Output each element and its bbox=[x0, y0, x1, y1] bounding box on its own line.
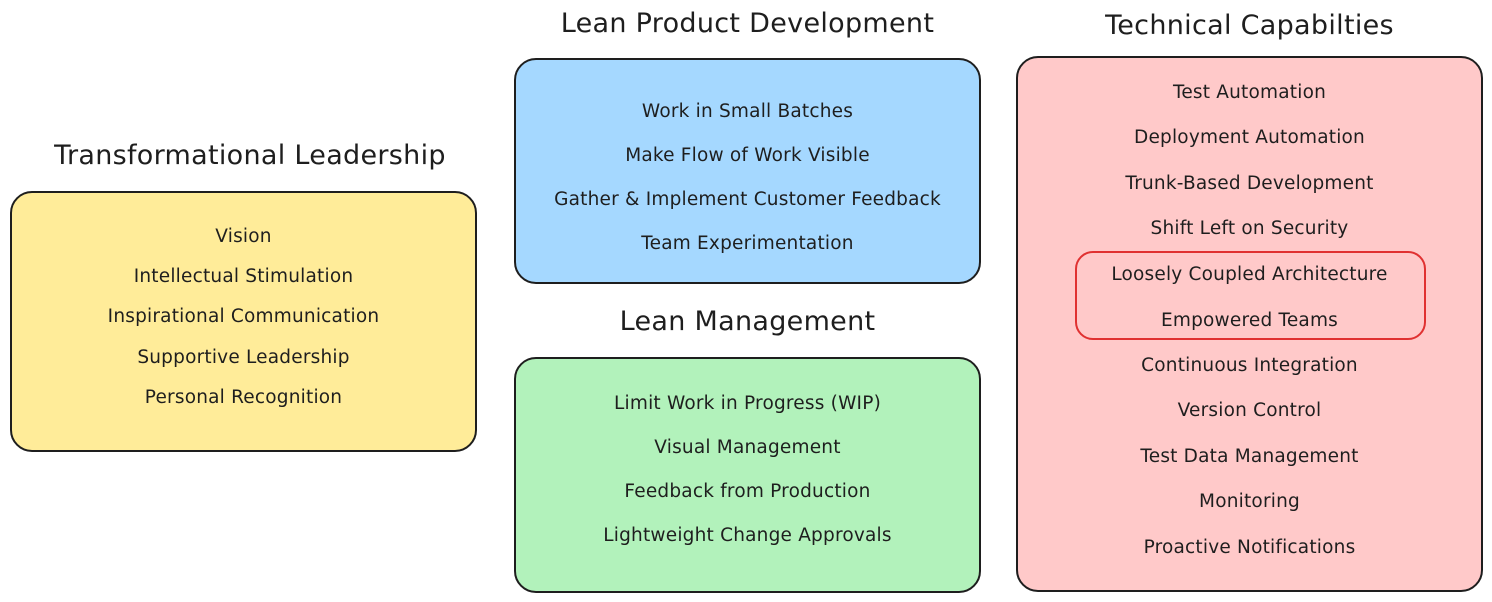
technical-capabilities-item: Loosely Coupled Architecture bbox=[1111, 264, 1388, 285]
lean-management-item: Feedback from Production bbox=[624, 481, 871, 502]
technical-capabilities-item: Proactive Notifications bbox=[1143, 537, 1356, 558]
lean-management-item: Lightweight Change Approvals bbox=[603, 525, 892, 546]
technical-capabilities-item: Test Automation bbox=[1172, 82, 1327, 103]
lean-product-development-item: Team Experimentation bbox=[641, 233, 854, 254]
technical-capabilities-item: Test Data Management bbox=[1140, 446, 1359, 467]
transformational-leadership-item: Personal Recognition bbox=[144, 387, 343, 408]
transformational-leadership-box: Vision Intellectual Stimulation Inspirat… bbox=[10, 191, 477, 452]
lean-management-item: Limit Work in Progress (WIP) bbox=[614, 393, 881, 414]
lean-product-development-title: Lean Product Development bbox=[560, 8, 935, 39]
transformational-leadership-item: Vision bbox=[215, 226, 272, 247]
technical-capabilities-item: Version Control bbox=[1177, 400, 1322, 421]
lean-management-title: Lean Management bbox=[619, 306, 876, 337]
lean-management-item: Visual Management bbox=[654, 437, 841, 458]
technical-capabilities-item: Monitoring bbox=[1199, 491, 1300, 512]
lean-product-development-item: Make Flow of Work Visible bbox=[625, 145, 870, 166]
highlight-outline bbox=[1075, 251, 1426, 340]
technical-capabilities-item: Shift Left on Security bbox=[1150, 218, 1349, 239]
lean-product-development-item: Gather & Implement Customer Feedback bbox=[554, 189, 941, 210]
transformational-leadership-item: Intellectual Stimulation bbox=[133, 266, 354, 287]
transformational-leadership-item: Supportive Leadership bbox=[137, 347, 350, 368]
transformational-leadership-item: Inspirational Communication bbox=[107, 306, 380, 327]
technical-capabilities-item: Continuous Integration bbox=[1141, 355, 1358, 376]
technical-capabilities-item: Deployment Automation bbox=[1134, 127, 1365, 148]
technical-capabilities-item: Empowered Teams bbox=[1160, 310, 1339, 331]
lean-product-development-box: Work in Small Batches Make Flow of Work … bbox=[514, 58, 981, 284]
technical-capabilities-box: Test Automation Deployment Automation Tr… bbox=[1016, 56, 1483, 592]
lean-product-development-item: Work in Small Batches bbox=[641, 101, 854, 122]
technical-capabilities-title: Technical Capabilties bbox=[1105, 10, 1394, 41]
transformational-leadership-title: Transformational Leadership bbox=[54, 140, 446, 171]
technical-capabilities-item: Trunk-Based Development bbox=[1125, 173, 1374, 194]
lean-management-box: Limit Work in Progress (WIP) Visual Mana… bbox=[514, 357, 981, 593]
